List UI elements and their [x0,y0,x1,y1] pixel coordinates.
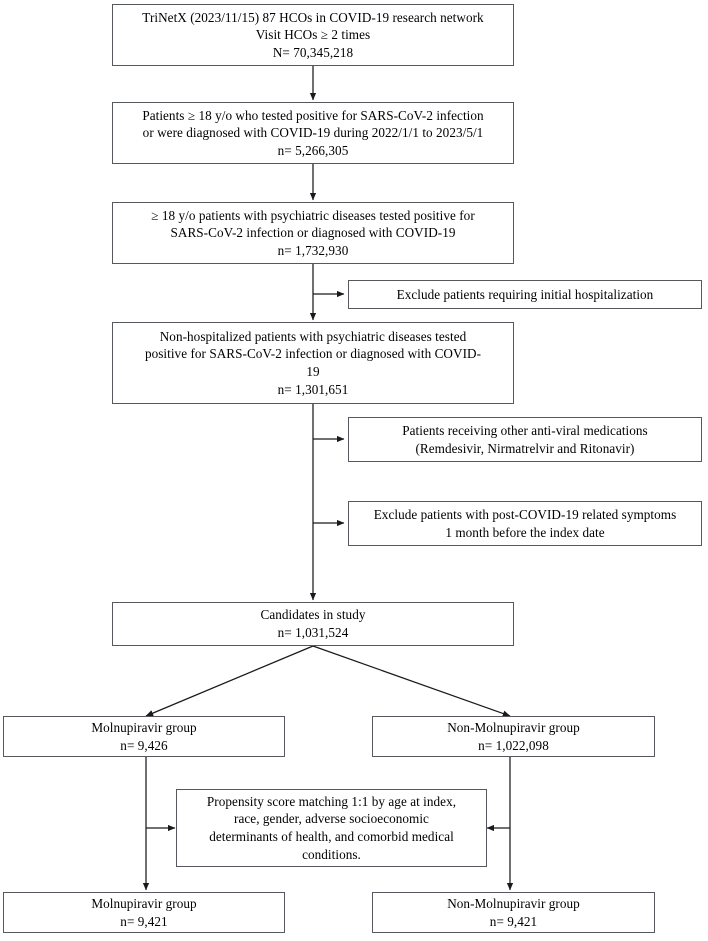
exclude-antivirals-line-1: Patients receiving other anti-viral medi… [402,422,648,438]
source-cohort-line-1: TriNetX (2023/11/15) 87 HCOs in COVID-19… [142,9,484,25]
psychiatric-covid-line-2: SARS-CoV-2 infection or diagnosed with C… [170,225,456,241]
molnupiravir-prematch-line-1: Molnupiravir group [91,719,197,735]
adult-covid-line-2: or were diagnosed with COVID-19 during 2… [142,125,484,141]
adult-covid-line-1: Patients ≥ 18 y/o who tested positive fo… [142,107,484,123]
psychiatric-covid-box: ≥ 18 y/o patients with psychiatric disea… [112,202,514,264]
propensity-line-1: Propensity score matching 1:1 by age at … [206,793,457,809]
exclude-initial-hospitalization-box: Exclude patients requiring initial hospi… [348,280,702,309]
propensity-line-3: determinants of health, and comorbid med… [209,829,454,844]
psychiatric-covid-line-3: n= 1,732,930 [277,242,349,258]
non-hospitalized-line-1: Non-hospitalized patients with psychiatr… [159,328,467,344]
propensity-line-4: conditions. [302,846,361,862]
exclude-antivirals-line-2: (Remdesivir, Nirmatrelvir and Ritonavir) [415,440,635,456]
exclude-post-covid-symptoms-box: Exclude patients with post-COVID-19 rela… [348,501,702,546]
source-cohort-line-3: N= 70,345,218 [272,44,354,60]
molnupiravir-prematch-line-2: n= 9,426 [120,737,168,753]
non-molnupiravir-matched-line-1: Non-Molnupiravir group [447,895,580,911]
exclude-other-antivirals-box: Patients receiving other anti-viral medi… [348,417,702,462]
candidates-line-2: n= 1,031,524 [277,625,349,640]
molnupiravir-group-matched-box: Molnupiravir group n= 9,421 [3,892,285,933]
non-molnupiravir-group-matched-box: Non-Molnupiravir group n= 9,421 [372,892,655,933]
source-cohort-box: TriNetX (2023/11/15) 87 HCOs in COVID-19… [112,4,514,66]
connector-split-right [312,645,511,717]
propensity-score-matching-box: Propensity score matching 1:1 by age at … [176,789,487,867]
molnupiravir-matched-line-2: n= 9,421 [120,913,168,929]
candidates-in-study-box: Candidates in study n= 1,031,524 [112,602,514,646]
non-hospitalized-line-3: 19 [306,364,320,379]
connector-split-left [145,645,314,717]
non-molnupiravir-prematch-line-1: Non-Molnupiravir group [447,719,580,735]
molnupiravir-matched-line-1: Molnupiravir group [91,895,197,911]
psychiatric-covid-line-1: ≥ 18 y/o patients with psychiatric disea… [151,207,475,223]
exclude-post-covid-line-2: 1 month before the index date [445,524,605,540]
exclude-post-covid-line-1: Exclude patients with post-COVID-19 rela… [373,506,677,522]
adult-covid-line-3: n= 5,266,305 [277,142,349,158]
non-molnupiravir-prematch-line-2: n= 1,022,098 [478,737,549,753]
non-hospitalized-line-4: n= 1,301,651 [277,381,349,397]
candidates-line-1: Candidates in study [260,607,366,623]
non-hospitalized-psychiatric-box: Non-hospitalized patients with psychiatr… [112,322,514,404]
adult-covid-positive-box: Patients ≥ 18 y/o who tested positive fo… [112,102,514,164]
source-cohort-line-2: Visit HCOs ≥ 2 times [255,27,371,43]
molnupiravir-group-prematch-box: Molnupiravir group n= 9,426 [3,716,285,757]
propensity-line-2: race, gender, adverse socioeconomic [234,811,429,827]
non-hospitalized-line-2: positive for SARS-CoV-2 infection or dia… [144,346,482,362]
non-molnupiravir-matched-line-2: n= 9,421 [489,913,538,929]
exclude-hospitalization-line-1: Exclude patients requiring initial hospi… [396,286,654,302]
non-molnupiravir-group-prematch-box: Non-Molnupiravir group n= 1,022,098 [372,716,655,757]
